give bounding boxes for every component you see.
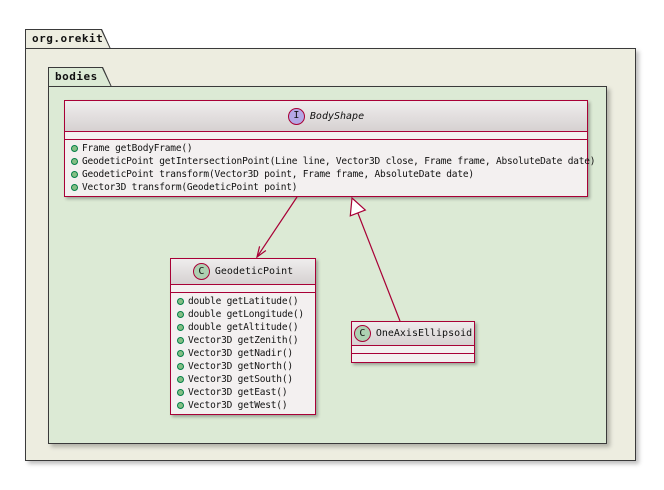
method-signature: Vector3D getWest() [188,400,288,411]
class-box-geodeticpoint: C GeodeticPoint double getLatitude() dou… [170,258,316,415]
public-visibility-icon [177,311,184,318]
method-signature: Vector3D getZenith() [188,335,299,346]
public-visibility-icon [177,402,184,409]
public-visibility-icon [177,324,184,331]
class-icon: C [353,325,371,342]
fields-compartment [65,132,587,140]
method-signature: double getAltitude() [188,322,299,333]
public-visibility-icon [177,389,184,396]
package-name-org-orekit: org.orekit [32,32,104,45]
method-item: GeodeticPoint getIntersectionPoint(Line … [71,155,596,168]
package-tab [26,30,110,49]
method-item: Vector3D getSouth() [177,373,309,386]
method-item: double getAltitude() [177,321,309,334]
methods-compartment: double getLatitude() double getLongitude… [171,293,315,414]
public-visibility-icon [177,337,184,344]
class-box-oneaxisellipsoid: C OneAxisEllipsoid [351,321,475,363]
method-item: Frame getBodyFrame() [71,142,581,155]
method-signature: Vector3D getNorth() [188,361,293,372]
methods-compartment [352,354,474,362]
class-header: C GeodeticPoint [171,259,315,285]
class-header: C OneAxisEllipsoid [352,322,474,346]
method-item: double getLatitude() [177,295,309,308]
fields-compartment [352,346,474,354]
package-name-bodies: bodies [55,70,98,83]
method-item: Vector3D getWest() [177,399,309,412]
method-signature: GeodeticPoint transform(Vector3D point, … [82,169,474,180]
method-item: Vector3D getNadir() [177,347,309,360]
public-visibility-icon [71,145,78,152]
method-item: double getLongitude() [177,308,309,321]
class-name: OneAxisEllipsoid [375,328,473,339]
public-visibility-icon [71,184,78,191]
class-icon: C [192,263,210,280]
public-visibility-icon [177,363,184,370]
method-item: Vector3D getEast() [177,386,309,399]
public-visibility-icon [177,350,184,357]
method-signature: double getLongitude() [188,309,304,320]
method-signature: Vector3D getNadir() [188,348,293,359]
method-signature: Vector3D getEast() [188,387,288,398]
method-item: Vector3D getZenith() [177,334,309,347]
class-box-bodyshape: I BodyShape Frame getBodyFrame() Geodeti… [64,100,596,197]
public-visibility-icon [71,171,78,178]
method-signature: Vector3D transform(GeodeticPoint point) [82,182,298,193]
interface-icon: I [287,107,305,125]
method-item: Vector3D getNorth() [177,360,309,373]
public-visibility-icon [177,298,184,305]
class-name: BodyShape [309,110,365,122]
method-signature: Vector3D getSouth() [188,374,293,385]
class-name: GeodeticPoint [214,266,294,277]
method-item: Vector3D transform(GeodeticPoint point) [71,181,581,194]
method-signature: GeodeticPoint getIntersectionPoint(Line … [82,156,596,167]
public-visibility-icon [177,376,184,383]
public-visibility-icon [71,158,78,165]
fields-compartment [171,285,315,293]
method-signature: Frame getBodyFrame() [82,143,193,154]
methods-compartment: Frame getBodyFrame() GeodeticPoint getIn… [65,140,596,196]
class-header: I BodyShape [65,101,587,132]
method-item: GeodeticPoint transform(Vector3D point, … [71,168,581,181]
method-signature: double getLatitude() [188,296,299,307]
package-tab [49,68,111,87]
